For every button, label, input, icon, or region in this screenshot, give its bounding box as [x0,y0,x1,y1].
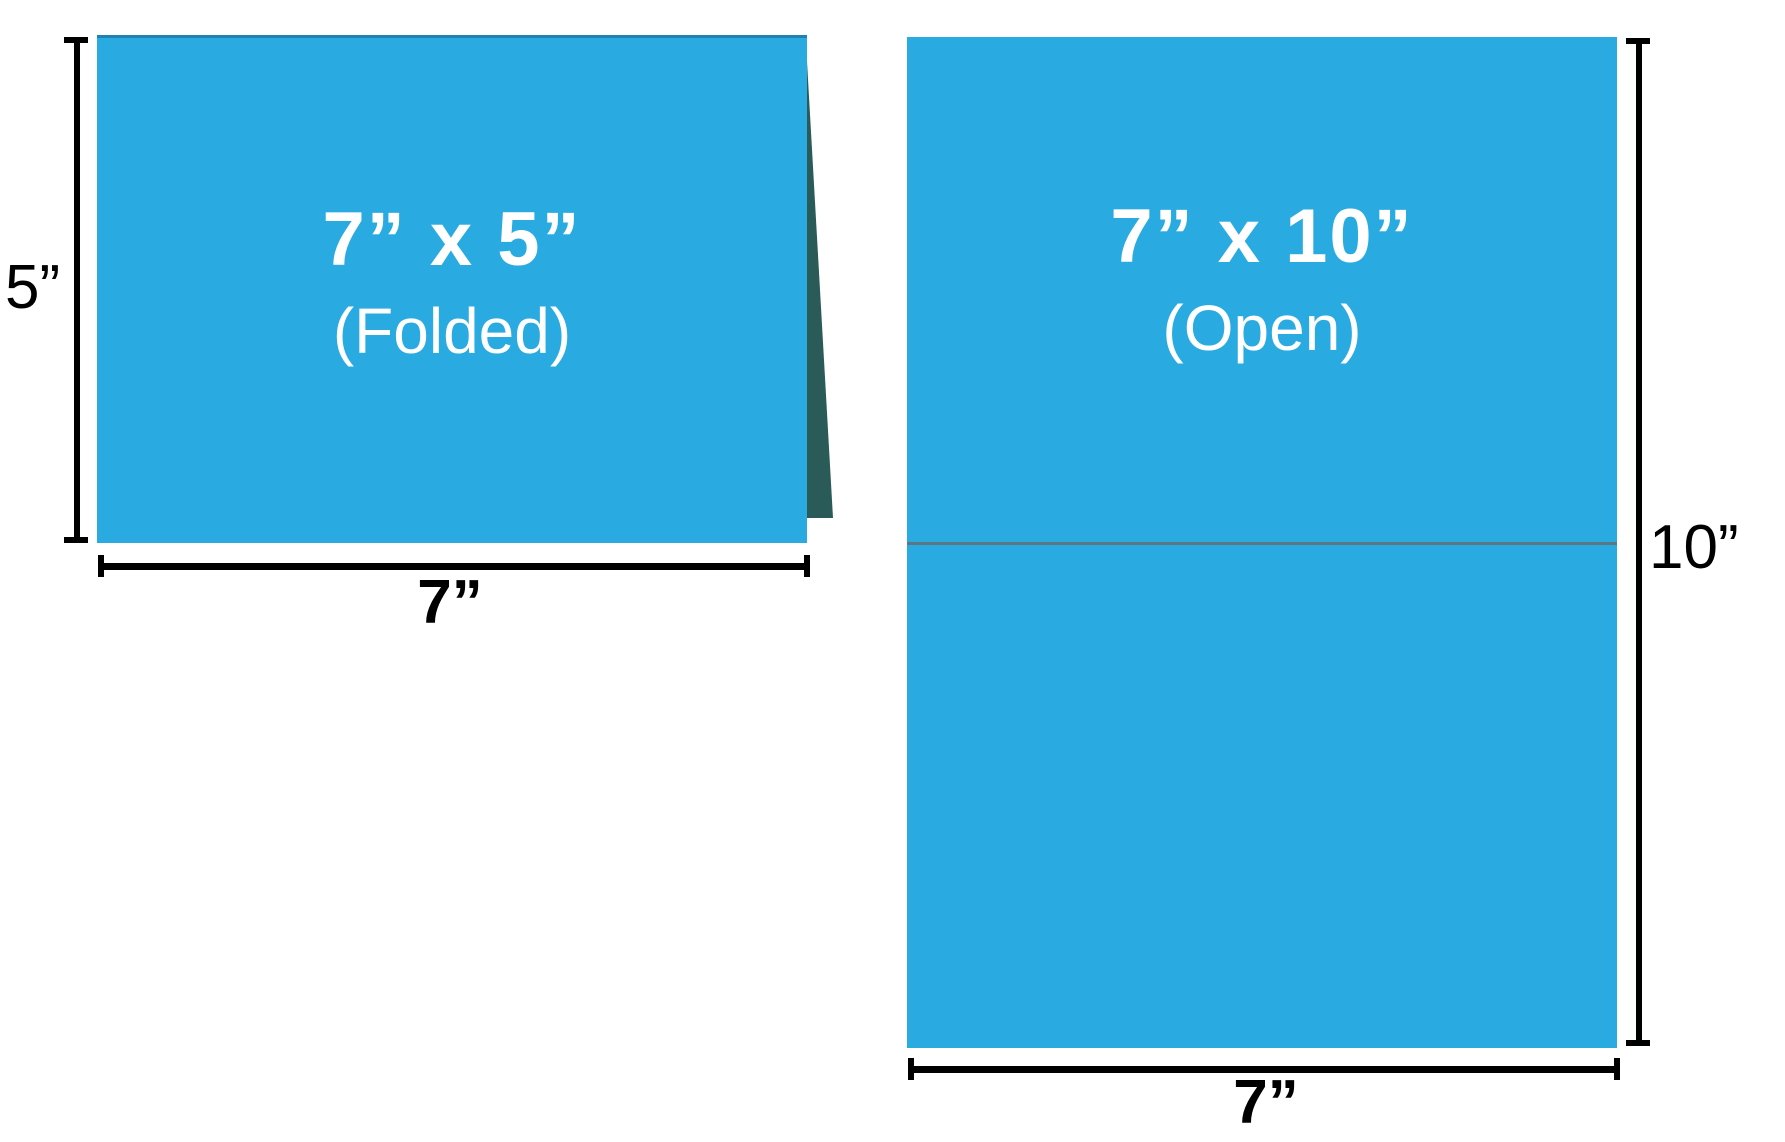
folded-height-bottom-tick [64,537,88,543]
folded-card-subtitle: (Folded) [332,295,572,367]
open-height-top-tick [1626,38,1650,44]
folded-height-label: 5” [5,253,61,322]
open-width-dimension-line [908,1066,1620,1073]
open-height-bottom-tick [1626,1040,1650,1046]
open-width-right-tick [1614,1058,1620,1080]
folded-width-dimension-line [98,563,810,570]
folded-width-right-tick [804,555,810,577]
open-height-dimension-line [1636,38,1642,1046]
open-card-subtitle: (Open) [1162,292,1362,364]
open-width-label: 7” [1233,1068,1299,1137]
open-card-text: 7” x 10” (Open) [907,189,1617,372]
open-height-label: 10” [1649,513,1739,582]
folded-card-text: 7” x 5” (Folded) [97,192,807,375]
folded-height-top-tick [64,37,88,43]
open-card-title: 7” x 10” [1110,194,1414,279]
folded-card: 7” x 5” (Folded) [97,35,807,543]
open-width-left-tick [908,1058,914,1080]
open-card: 7” x 10” (Open) [907,37,1617,1048]
folded-card-title: 7” x 5” [322,197,582,282]
folded-width-left-tick [98,555,104,577]
folded-height-dimension-line [74,37,80,543]
folded-width-label: 7” [417,568,483,637]
folded-card-back-flap [806,44,833,518]
center-fold-line [907,542,1617,545]
